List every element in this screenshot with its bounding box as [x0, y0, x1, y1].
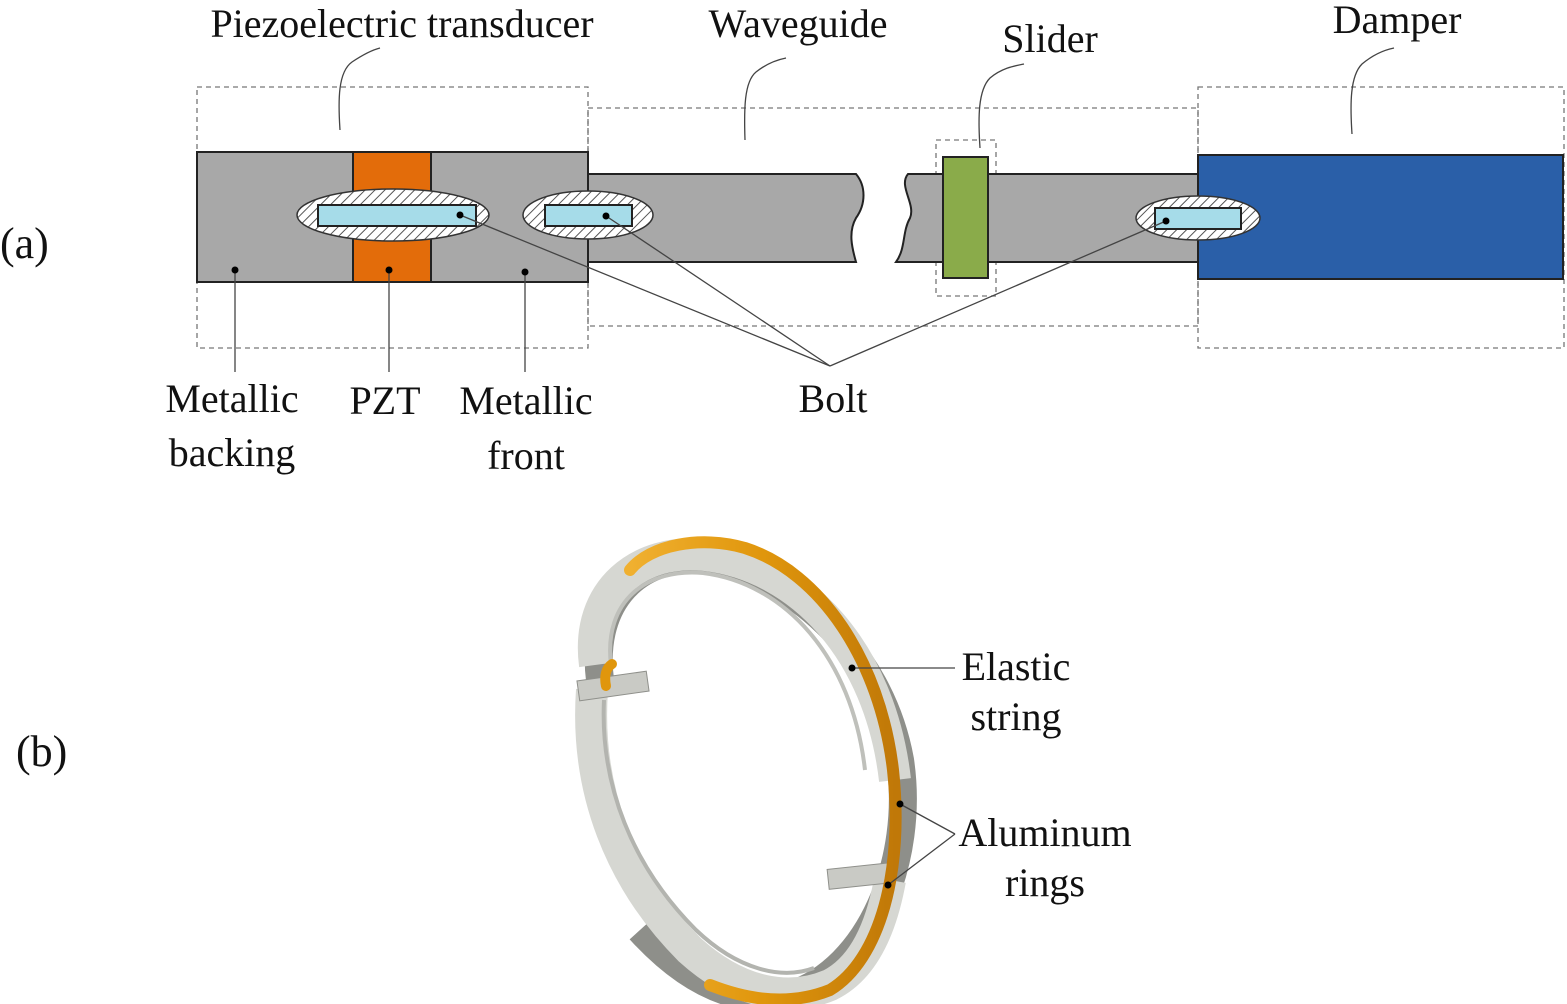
metallic-front-dot — [521, 268, 529, 276]
bolt-label: Bolt — [799, 376, 868, 421]
slider-leader — [978, 63, 1025, 149]
back-aluminum-ring — [584, 545, 917, 1004]
elastic-string — [624, 536, 902, 1004]
bolt-3 — [1154, 207, 1242, 230]
bolt-leader-2 — [605, 215, 831, 367]
aluminum-rings-label-2: rings — [1005, 860, 1085, 905]
slider-block — [942, 156, 989, 279]
waveguide-left-segment — [587, 173, 865, 263]
pzt-dot — [385, 266, 393, 274]
bolt-dot-3 — [1162, 217, 1170, 225]
damper-title: Damper — [1333, 0, 1462, 42]
aluminum-rings-leader-2 — [887, 833, 956, 886]
damper-leader — [1350, 47, 1395, 135]
elastic-string-gap — [600, 659, 617, 691]
elastic-string-label-1: Elastic — [962, 644, 1071, 689]
metallic-front-label-2: front — [487, 433, 565, 478]
aluminum-rings-leader-1 — [899, 803, 956, 835]
bolt-dot-2 — [602, 212, 610, 220]
bolt-dot-1 — [456, 211, 464, 219]
ring-gap-left — [576, 670, 650, 702]
bolt-1 — [317, 204, 477, 227]
aluminum-rings-dot-1 — [896, 800, 904, 808]
aluminum-rings-label-1: Aluminum — [958, 810, 1131, 855]
panel-a: (a) — [0, 0, 1565, 478]
slider-title: Slider — [1002, 16, 1098, 61]
metallic-backing-label-1: Metallic — [165, 376, 298, 421]
bolt-leader-1 — [459, 214, 831, 367]
metallic-front-label-1: Metallic — [459, 378, 592, 423]
transducer-title: Piezoelectric transducer — [210, 1, 593, 46]
metallic-backing-dot — [231, 266, 239, 274]
front-ring-inner-edge — [608, 570, 867, 771]
bolt-2 — [544, 204, 633, 227]
elastic-string-dot — [848, 664, 856, 672]
aluminum-rings-dot-2 — [884, 881, 892, 889]
elastic-string-label-2: string — [970, 694, 1061, 739]
waveguide-title: Waveguide — [709, 1, 888, 46]
front-ring-lower-inner-edge — [601, 699, 815, 975]
panel-b: (b) Elastic string Aluminum rings — [16, 536, 1132, 1004]
waveguide-leader — [743, 57, 787, 141]
panel-b-label: (b) — [16, 727, 67, 776]
metallic-backing-label-2: backing — [169, 430, 296, 475]
transducer-leader — [338, 47, 381, 131]
pzt-label: PZT — [349, 378, 420, 423]
bolt-leader-3 — [829, 220, 1167, 367]
panel-a-label: (a) — [0, 219, 49, 268]
